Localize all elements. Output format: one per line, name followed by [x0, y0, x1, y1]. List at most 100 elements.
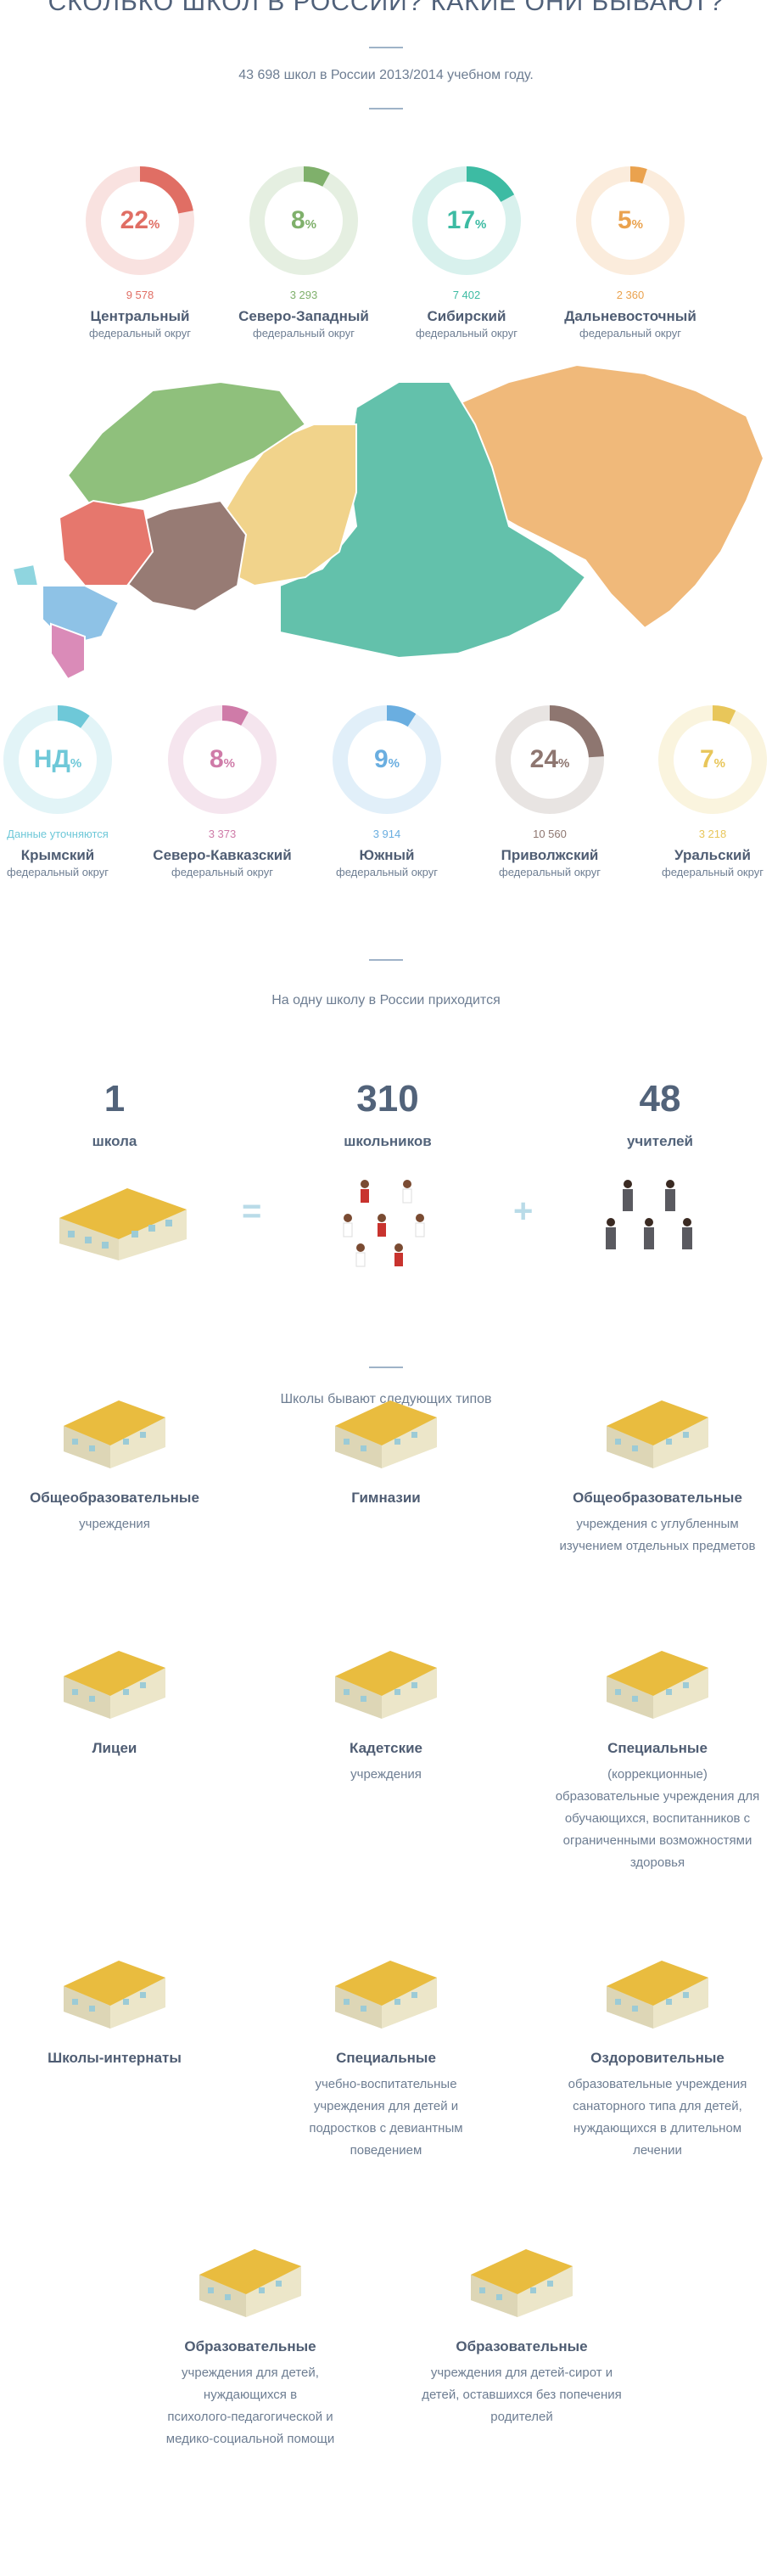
school-type-description: учреждения: [350, 1767, 422, 1782]
ratio-schools-label: школа: [92, 1133, 137, 1149]
district-donut: 22%: [85, 166, 195, 276]
district-school-count: 3 914: [372, 828, 401, 840]
school-building-icon: [607, 1651, 708, 1719]
school-building-icon: [335, 1400, 437, 1468]
district-type: федеральный округ: [171, 866, 273, 878]
district-name: Крымский: [20, 847, 95, 863]
school-type-name: Гимназии: [351, 1490, 421, 1506]
school-type-description: нуждающихся в: [203, 2388, 298, 2402]
school-type-description: детей, оставшихся без попечения: [422, 2388, 622, 2402]
map-szfo: [66, 380, 307, 511]
district-school-count: 2 360: [616, 289, 645, 301]
divider: [369, 959, 403, 961]
divider: [369, 1367, 403, 1368]
district-name: Приволжский: [501, 847, 599, 863]
school-type-name: Кадетские: [349, 1740, 423, 1756]
map-kfo: [11, 563, 40, 586]
school-type-description: изучением отдельных предметов: [559, 1539, 756, 1553]
school-type-description: учреждения для детей и: [313, 2099, 459, 2113]
donut-value-arc: [333, 705, 441, 814]
school-building-icon: [64, 1961, 165, 2029]
school-type-name: Общеобразовательные: [573, 1490, 742, 1506]
school-type-name: Школы-интернаты: [48, 2050, 182, 2066]
district-name: Южный: [359, 847, 415, 863]
school-building-icon: [64, 1651, 165, 1719]
district-percent: 7%: [699, 745, 726, 773]
page-subtitle: 43 698 школ в России 2013/2014 учебном г…: [238, 68, 534, 82]
district-school-count: 3 218: [698, 828, 727, 840]
district-percent: 24%: [529, 745, 570, 773]
school-type-description: родителей: [490, 2410, 553, 2424]
school-building-icon: [199, 2249, 301, 2317]
ratio-intro: На одну школу в России приходится: [271, 993, 501, 1007]
district-donut: 7%: [657, 704, 768, 815]
school-type-name: Специальные: [607, 1740, 708, 1756]
district-school-count: Данные уточняются: [7, 828, 109, 840]
district-donut: 17%: [411, 166, 522, 276]
district-percent: 22%: [120, 206, 160, 234]
divider: [369, 47, 403, 48]
school-type-description: нуждающихся в длительном: [573, 2121, 742, 2135]
school-type-description: обучающихся, воспитанников с: [564, 1811, 751, 1826]
district-school-count: 3 293: [289, 289, 318, 301]
donut-value-arc: [86, 166, 194, 275]
school-building-icon: [607, 1400, 708, 1468]
donut-value-arc: [576, 166, 685, 275]
donut-value-arc: [3, 705, 112, 814]
ratio-teachers-label: учителей: [626, 1133, 694, 1149]
district-school-count: 3 373: [208, 828, 237, 840]
types-intro: Школы бывают следующих типов: [280, 1392, 492, 1406]
school-type-description: ограниченными возможностями: [562, 1833, 752, 1848]
ratio-students-number: 310: [356, 1078, 419, 1120]
district-type: федеральный округ: [662, 866, 764, 878]
school-type-description: поведением: [350, 2143, 422, 2158]
teachers-icon: [606, 1180, 692, 1249]
district-name: Уральский: [674, 847, 751, 863]
school-type-description: психолого-педагогической и: [167, 2410, 333, 2424]
school-type-description: учреждения для детей-сирот и: [430, 2366, 613, 2380]
district-school-count: 7 402: [452, 289, 481, 301]
donut-value-arc: [168, 705, 277, 814]
students-icon: [343, 1180, 425, 1267]
district-donut: 8%: [167, 704, 277, 815]
school-building-icon: [471, 2249, 573, 2317]
page-title: СКОЛЬКО ШКОЛ В РОССИИ? КАКИЕ ОНИ БЫВАЮТ?: [48, 0, 724, 16]
school-type-description: санаторного типа для детей,: [573, 2099, 742, 2113]
map-dfo: [448, 363, 765, 630]
school-type-description: учреждения для детей,: [182, 2366, 319, 2380]
district-percent: НД%: [33, 745, 82, 773]
school-building-icon: [59, 1188, 187, 1260]
donut-value-arc: [412, 166, 521, 275]
district-donut: НД%: [3, 704, 113, 815]
school-building-icon: [607, 1961, 708, 2029]
district-name: Центральный: [90, 308, 190, 324]
plus-sign: +: [513, 1193, 534, 1230]
district-percent: 8%: [290, 206, 317, 234]
map-ufo: [220, 424, 357, 587]
district-school-count: 9 578: [126, 289, 154, 301]
district-name: Сибирский: [427, 308, 506, 324]
school-type-description: учебно-воспитательные: [315, 2077, 457, 2091]
school-type-description: (коррекционные): [607, 1767, 708, 1782]
district-donut: 24%: [495, 704, 605, 815]
divider: [369, 108, 403, 109]
school-building-icon: [335, 1961, 437, 2029]
map-cfo: [58, 499, 154, 586]
school-type-description: учреждения: [79, 1517, 150, 1531]
district-donut: 8%: [249, 166, 359, 276]
ratio-teachers-number: 48: [639, 1078, 681, 1120]
district-donut: 5%: [575, 166, 685, 276]
russia-map: [11, 363, 765, 681]
school-building-icon: [335, 1651, 437, 1719]
district-type: федеральный округ: [416, 327, 517, 340]
school-type-name: Образовательные: [456, 2338, 588, 2354]
district-type: федеральный округ: [499, 866, 601, 878]
district-name: Северо-Западный: [238, 308, 369, 324]
school-type-description: образовательные учреждения для: [555, 1789, 760, 1804]
district-percent: 17%: [446, 206, 487, 234]
donut-value-arc: [249, 166, 358, 275]
district-percent: 8%: [209, 745, 236, 773]
school-type-description: образовательные учреждения: [568, 2077, 747, 2091]
school-type-description: здоровья: [629, 1855, 685, 1870]
equals-sign: =: [242, 1193, 262, 1230]
